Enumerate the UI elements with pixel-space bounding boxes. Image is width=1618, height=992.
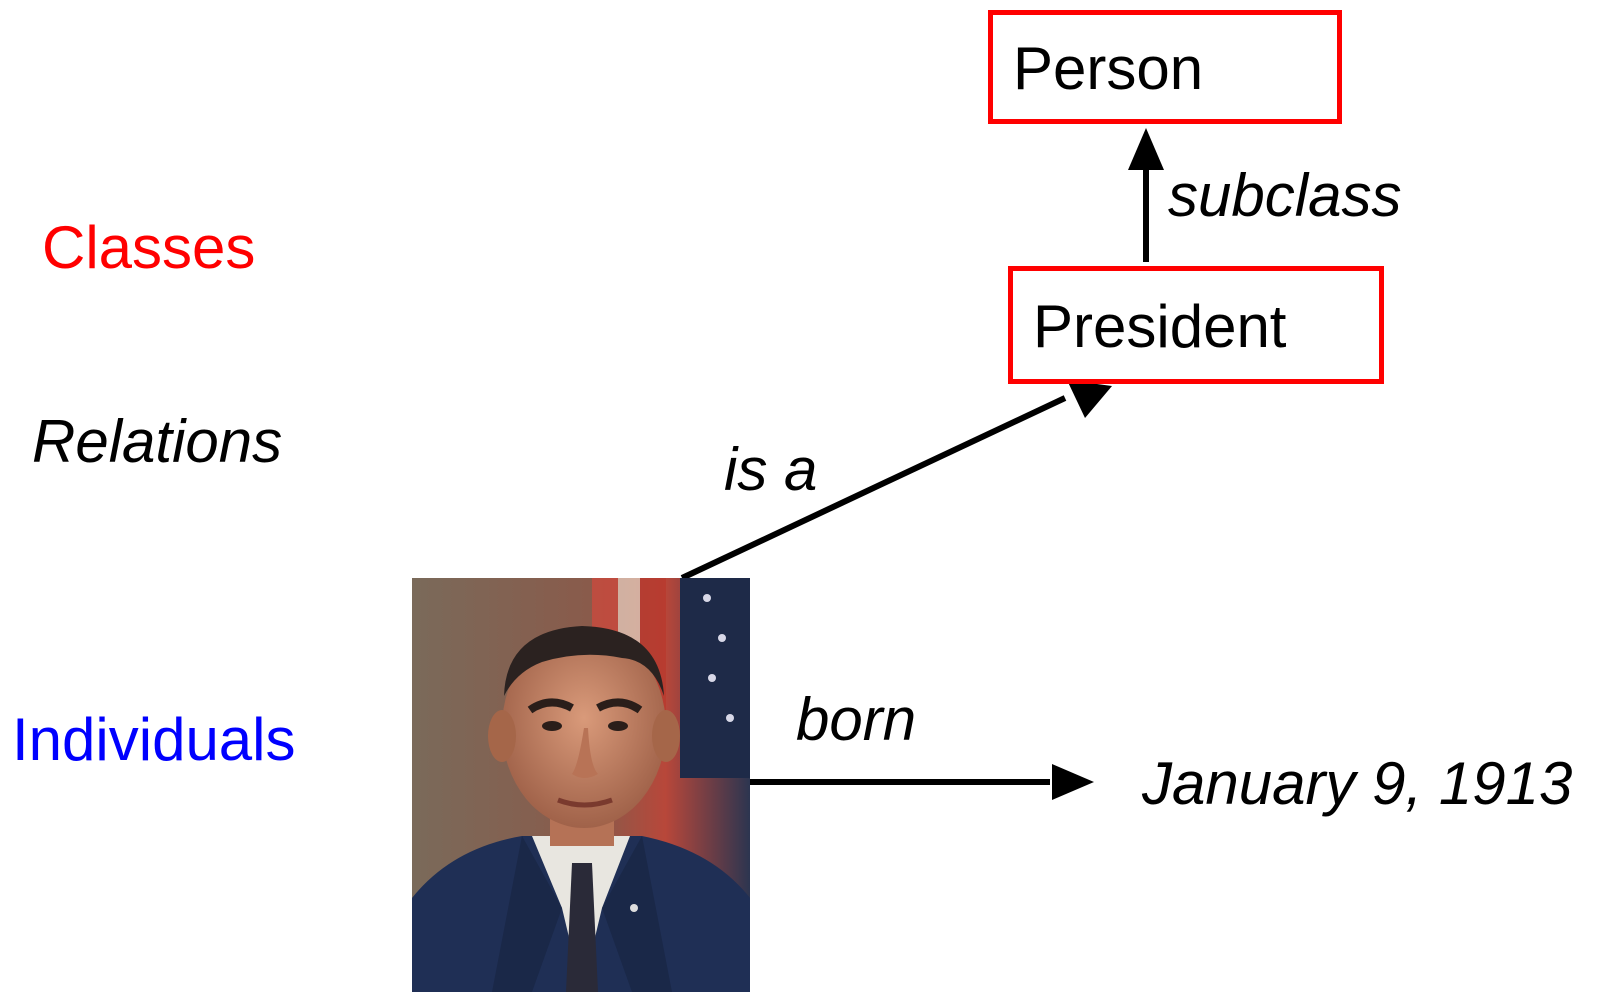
edge-label-born: born	[796, 686, 917, 753]
legend-individuals: Individuals	[12, 706, 296, 773]
individual-photo	[412, 578, 750, 992]
portrait-image	[412, 578, 750, 992]
class-box-president: President	[1008, 266, 1384, 384]
born-arrowhead	[1052, 764, 1094, 800]
class-label-person: Person	[1013, 35, 1204, 102]
edge-label-is-a: is a	[724, 436, 818, 503]
class-box-person: Person	[988, 10, 1342, 124]
legend-classes: Classes	[42, 214, 256, 281]
is-a-arrowhead	[1067, 380, 1112, 418]
subclass-arrowhead	[1128, 128, 1164, 170]
individual-date: January 9, 1913	[1142, 750, 1573, 817]
edge-label-subclass: subclass	[1168, 162, 1402, 229]
is-a-arrow	[680, 395, 1067, 581]
legend-relations: Relations	[32, 408, 283, 475]
class-label-president: President	[1033, 293, 1287, 360]
